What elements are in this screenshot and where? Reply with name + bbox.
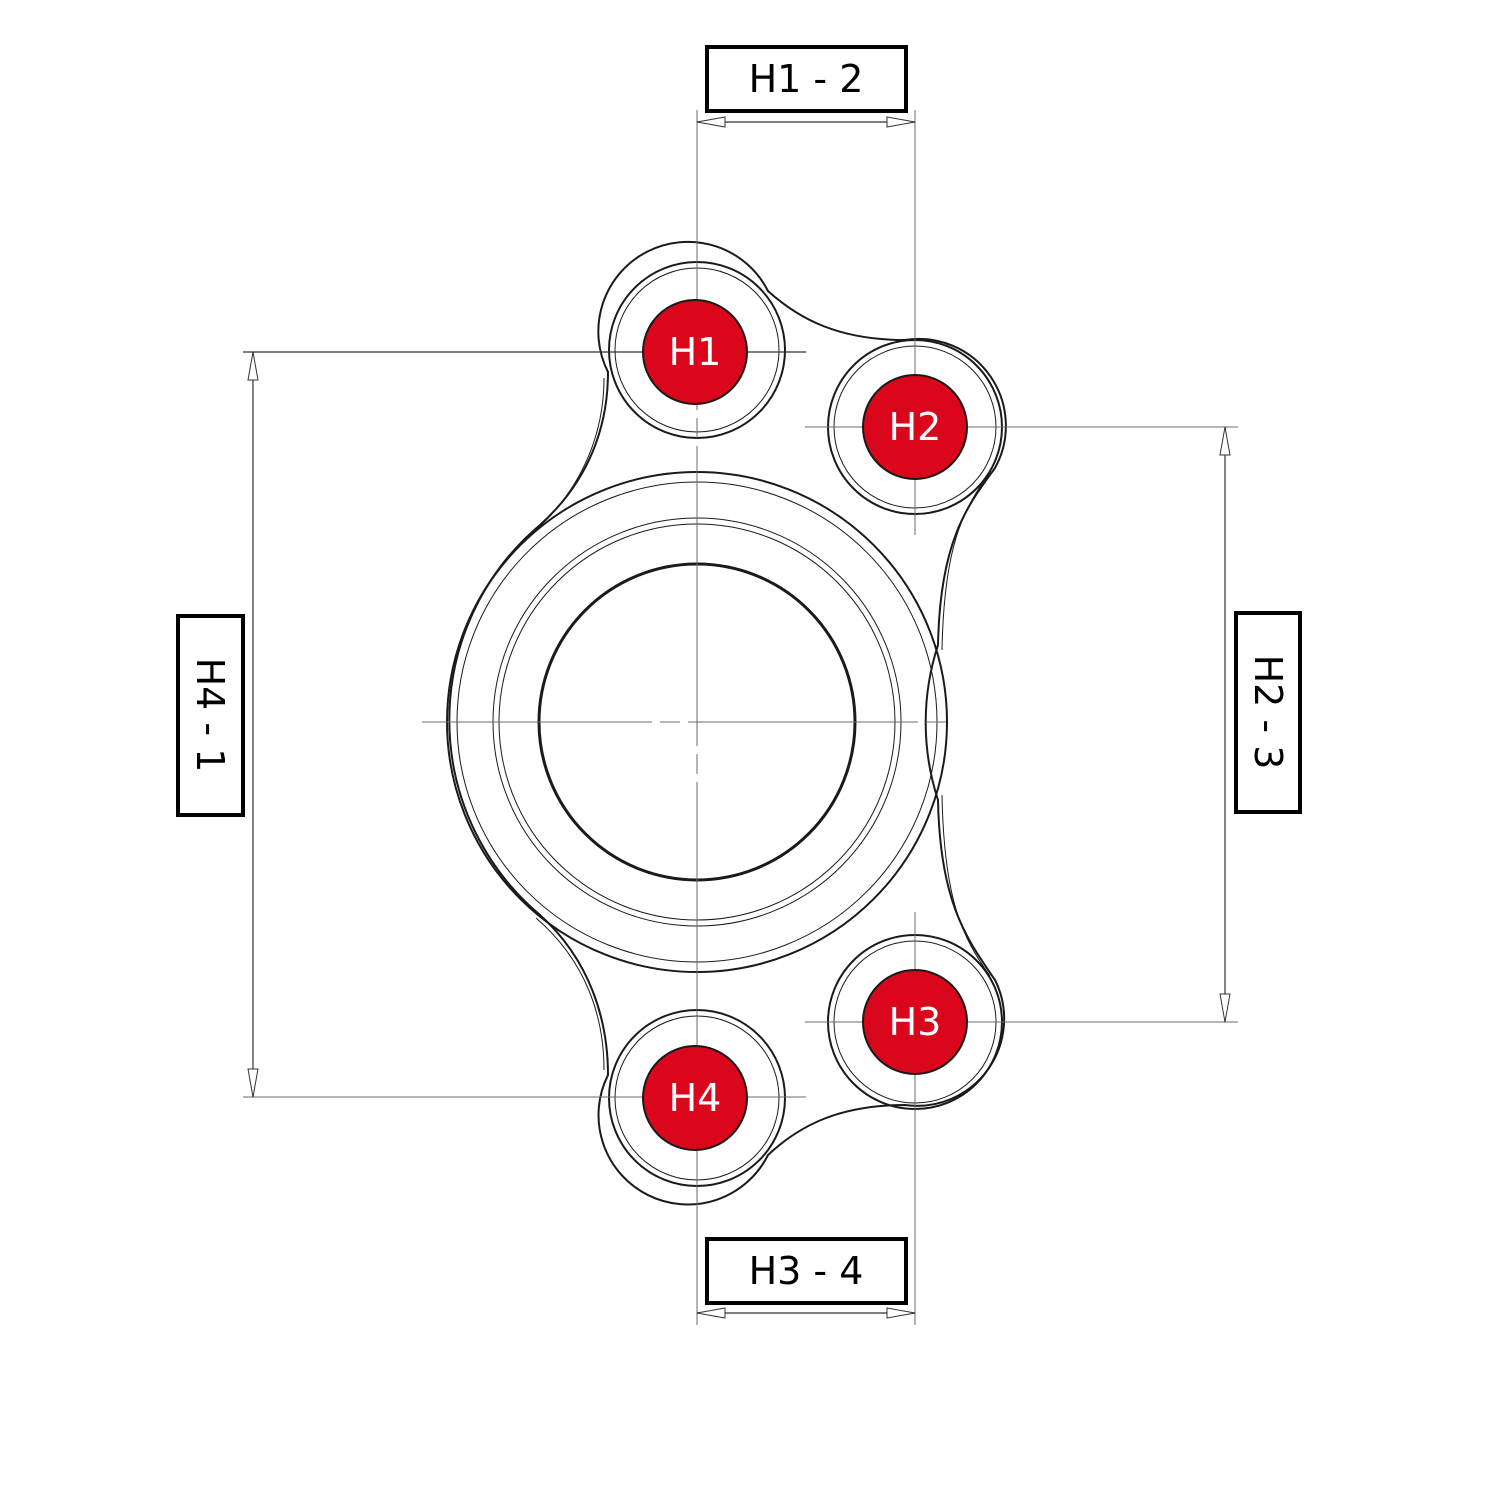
flange-body — [448, 240, 1007, 1206]
hole-h3: H3 — [862, 969, 968, 1075]
hole-h4-label: H4 — [669, 1076, 722, 1120]
flange-outline-inner-left — [535, 377, 605, 531]
hole-h1-marker — [642, 299, 748, 405]
dimension-lines — [247, 116, 1231, 1319]
hole-h3-label: H3 — [889, 1000, 942, 1044]
hole-h2-label: H2 — [889, 405, 942, 449]
dim-label-bottom: H3 - 4 — [749, 1249, 864, 1293]
dim-arrow-left-top — [247, 351, 259, 381]
hole-h2-marker — [862, 374, 968, 480]
dim-box-left: H4 - 1 — [176, 614, 245, 817]
dim-arrow-bottom-left — [696, 1307, 726, 1319]
dim-box-left-frame — [176, 614, 245, 817]
flange-outline-inner-right-lower — [941, 794, 991, 977]
hole-h1-label: H1 — [669, 330, 722, 374]
dim-label-top: H1 - 2 — [749, 57, 864, 101]
dim-box-top: H1 - 2 — [705, 45, 908, 113]
dim-box-bottom: H3 - 4 — [705, 1237, 908, 1305]
center-lines — [243, 110, 1238, 1325]
dim-label-left: H4 - 1 — [188, 658, 232, 773]
hole-h2: H2 — [862, 374, 968, 480]
dim-arrow-top-left — [696, 116, 726, 128]
dim-arrow-bottom-right — [886, 1307, 916, 1319]
dim-box-right-frame — [1234, 611, 1302, 814]
dim-arrow-right-bottom — [1219, 993, 1231, 1023]
hole-markers: H1 H2 H3 H4 — [642, 299, 968, 1151]
dim-box-bottom-frame — [705, 1237, 908, 1305]
hole-h3-marker — [862, 969, 968, 1075]
dim-box-right: H2 - 3 — [1234, 611, 1302, 814]
dim-label-right: H2 - 3 — [1246, 655, 1290, 770]
dim-box-top-frame — [705, 45, 908, 113]
flange-outline-inner-right — [941, 471, 991, 651]
dim-arrow-right-top — [1219, 426, 1231, 456]
dim-arrow-left-bottom — [247, 1068, 259, 1098]
flange-outline-inner-left-lower — [535, 917, 605, 1071]
hole-h4: H4 — [642, 1045, 748, 1151]
flange-outline — [448, 240, 1007, 1206]
dim-arrow-top-right — [886, 116, 916, 128]
hole-h4-marker — [642, 1045, 748, 1151]
hole-h1: H1 — [642, 299, 748, 405]
